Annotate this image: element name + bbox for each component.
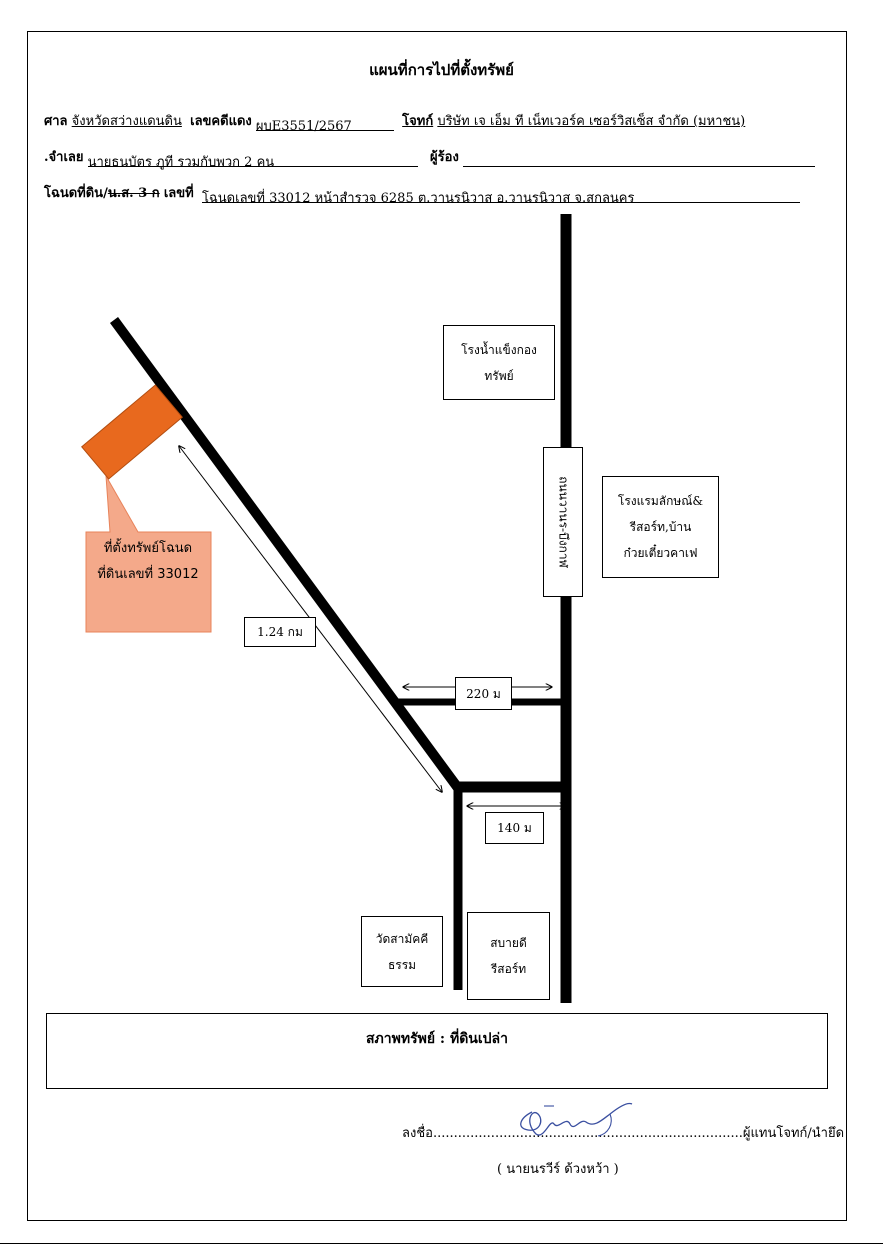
property-status-box: สภาพทรัพย์ : ที่ดินเปล่า — [46, 1013, 828, 1089]
hotel-box: โรงแรมลักษณ์& รีสอร์ท,บ้าน ก๋วยเตี๋ยวคาเ… — [602, 476, 719, 578]
resort-box: สบายดี รีสอร์ท — [467, 912, 550, 1000]
deed-number-label: เลขที่ — [163, 186, 194, 201]
ns3k-label: น.ส. 3 ก — [107, 186, 160, 201]
defendant-label: .จำเลย — [44, 150, 84, 165]
hotel-line-2: รีสอร์ท,บ้าน — [629, 520, 692, 534]
signature-line: ลงชื่อ..................................… — [402, 1122, 844, 1143]
hotel-line-3: ก๋วยเตี๋ยวคาเฟ — [623, 546, 698, 560]
defendant-field: นายธนบัตร ภูที รวมกับพวก 2 คน — [87, 151, 418, 170]
property-parcel — [81, 384, 183, 480]
ice-factory-line-2: ทรัพย์ — [484, 368, 514, 383]
court-value: จังหวัดสว่างแดนดิน — [71, 114, 182, 129]
temple-line-2: ธรรม — [387, 957, 417, 972]
distance-label-140: 140 ม — [485, 812, 544, 844]
road-name: ถนนวานร-บึงกาฬ — [556, 476, 571, 568]
temple-line-1: วัดสามัคคี — [375, 931, 429, 946]
deed-value: โฉนดเลขที่ 33012 หน้าสำรวจ 6285 ต.วานรนิ… — [201, 191, 635, 206]
header-row-2: .จำเลย นายธนบัตร ภูที รวมกับพวก 2 คน ผู้… — [44, 146, 815, 170]
distance-diagonal-text: 1.24 กม — [257, 625, 303, 639]
ice-factory-line-1: โรงน้ำแข็งกอง — [461, 342, 537, 357]
case-value: ผบE3551/2567 — [255, 119, 352, 134]
hotel-line-1: โรงแรมลักษณ์& — [617, 494, 704, 508]
signer-name: ( นายนรวีร์ ด้วงหว้า ) — [497, 1162, 619, 1177]
resort-line-2: รีสอร์ท — [490, 962, 527, 976]
signature-suffix: ผู้แทนโจทก์/นำยึด — [742, 1126, 845, 1141]
distance-140-text: 140 ม — [497, 821, 532, 835]
deed-field: โฉนดเลขที่ 33012 หน้าสำรวจ 6285 ต.วานรนิ… — [201, 187, 800, 206]
signature-dots: ........................................… — [432, 1126, 743, 1141]
case-field: ผบE3551/2567 — [255, 115, 394, 134]
case-label: เลขคดีแดง — [190, 114, 252, 129]
callout-line-1: ที่ตั้งทรัพย์โฉนด — [103, 541, 193, 556]
property-status-text: สภาพทรัพย์ : ที่ดินเปล่า — [366, 1031, 508, 1047]
callout-line-2: ที่ดินเลขที่ 33012 — [97, 567, 199, 582]
resort-line-1: สบายดี — [490, 936, 527, 950]
signature-prefix: ลงชื่อ — [402, 1126, 433, 1141]
petitioner-field — [462, 151, 815, 167]
header-row-1: ศาล จังหวัดสว่างแดนดิน เลขคดีแดง ผบE3551… — [44, 110, 746, 134]
deed-label: โฉนดที่ดิน/ — [44, 186, 108, 201]
property-callout — [85, 475, 212, 633]
header-row-3: โฉนดที่ดิน/น.ส. 3 ก เลขที่ โฉนดเลขที่ 33… — [44, 182, 800, 206]
document-title: แผนที่การไปที่ตั้งทรัพย์ — [369, 61, 514, 79]
plaintiff-label: โจทก์ — [402, 114, 434, 129]
court-label: ศาล — [44, 114, 68, 129]
distance-220-text: 220 ม — [466, 686, 501, 701]
page-bottom-rule — [0, 1243, 883, 1244]
property-callout-text: ที่ตั้งทรัพย์โฉนด ที่ดินเลขที่ 33012 — [86, 536, 210, 588]
ice-factory-box: โรงน้ำแข็งกอง ทรัพย์ — [443, 325, 555, 400]
plaintiff-value: บริษัท เจ เอ็ม ที เน็ทเวอร์ค เซอร์วิสเซ็… — [437, 114, 746, 129]
distance-label-220: 220 ม — [455, 677, 512, 710]
handwritten-signature — [520, 1102, 633, 1137]
temple-box: วัดสามัคคี ธรรม — [361, 916, 443, 987]
petitioner-label: ผู้ร้อง — [430, 150, 459, 165]
document-frame — [27, 31, 847, 1221]
road-name-label: ถนนวานร-บึงกาฬ — [543, 447, 583, 597]
defendant-value: นายธนบัตร ภูที รวมกับพวก 2 คน — [87, 155, 275, 170]
distance-label-diagonal: 1.24 กม — [244, 617, 316, 647]
